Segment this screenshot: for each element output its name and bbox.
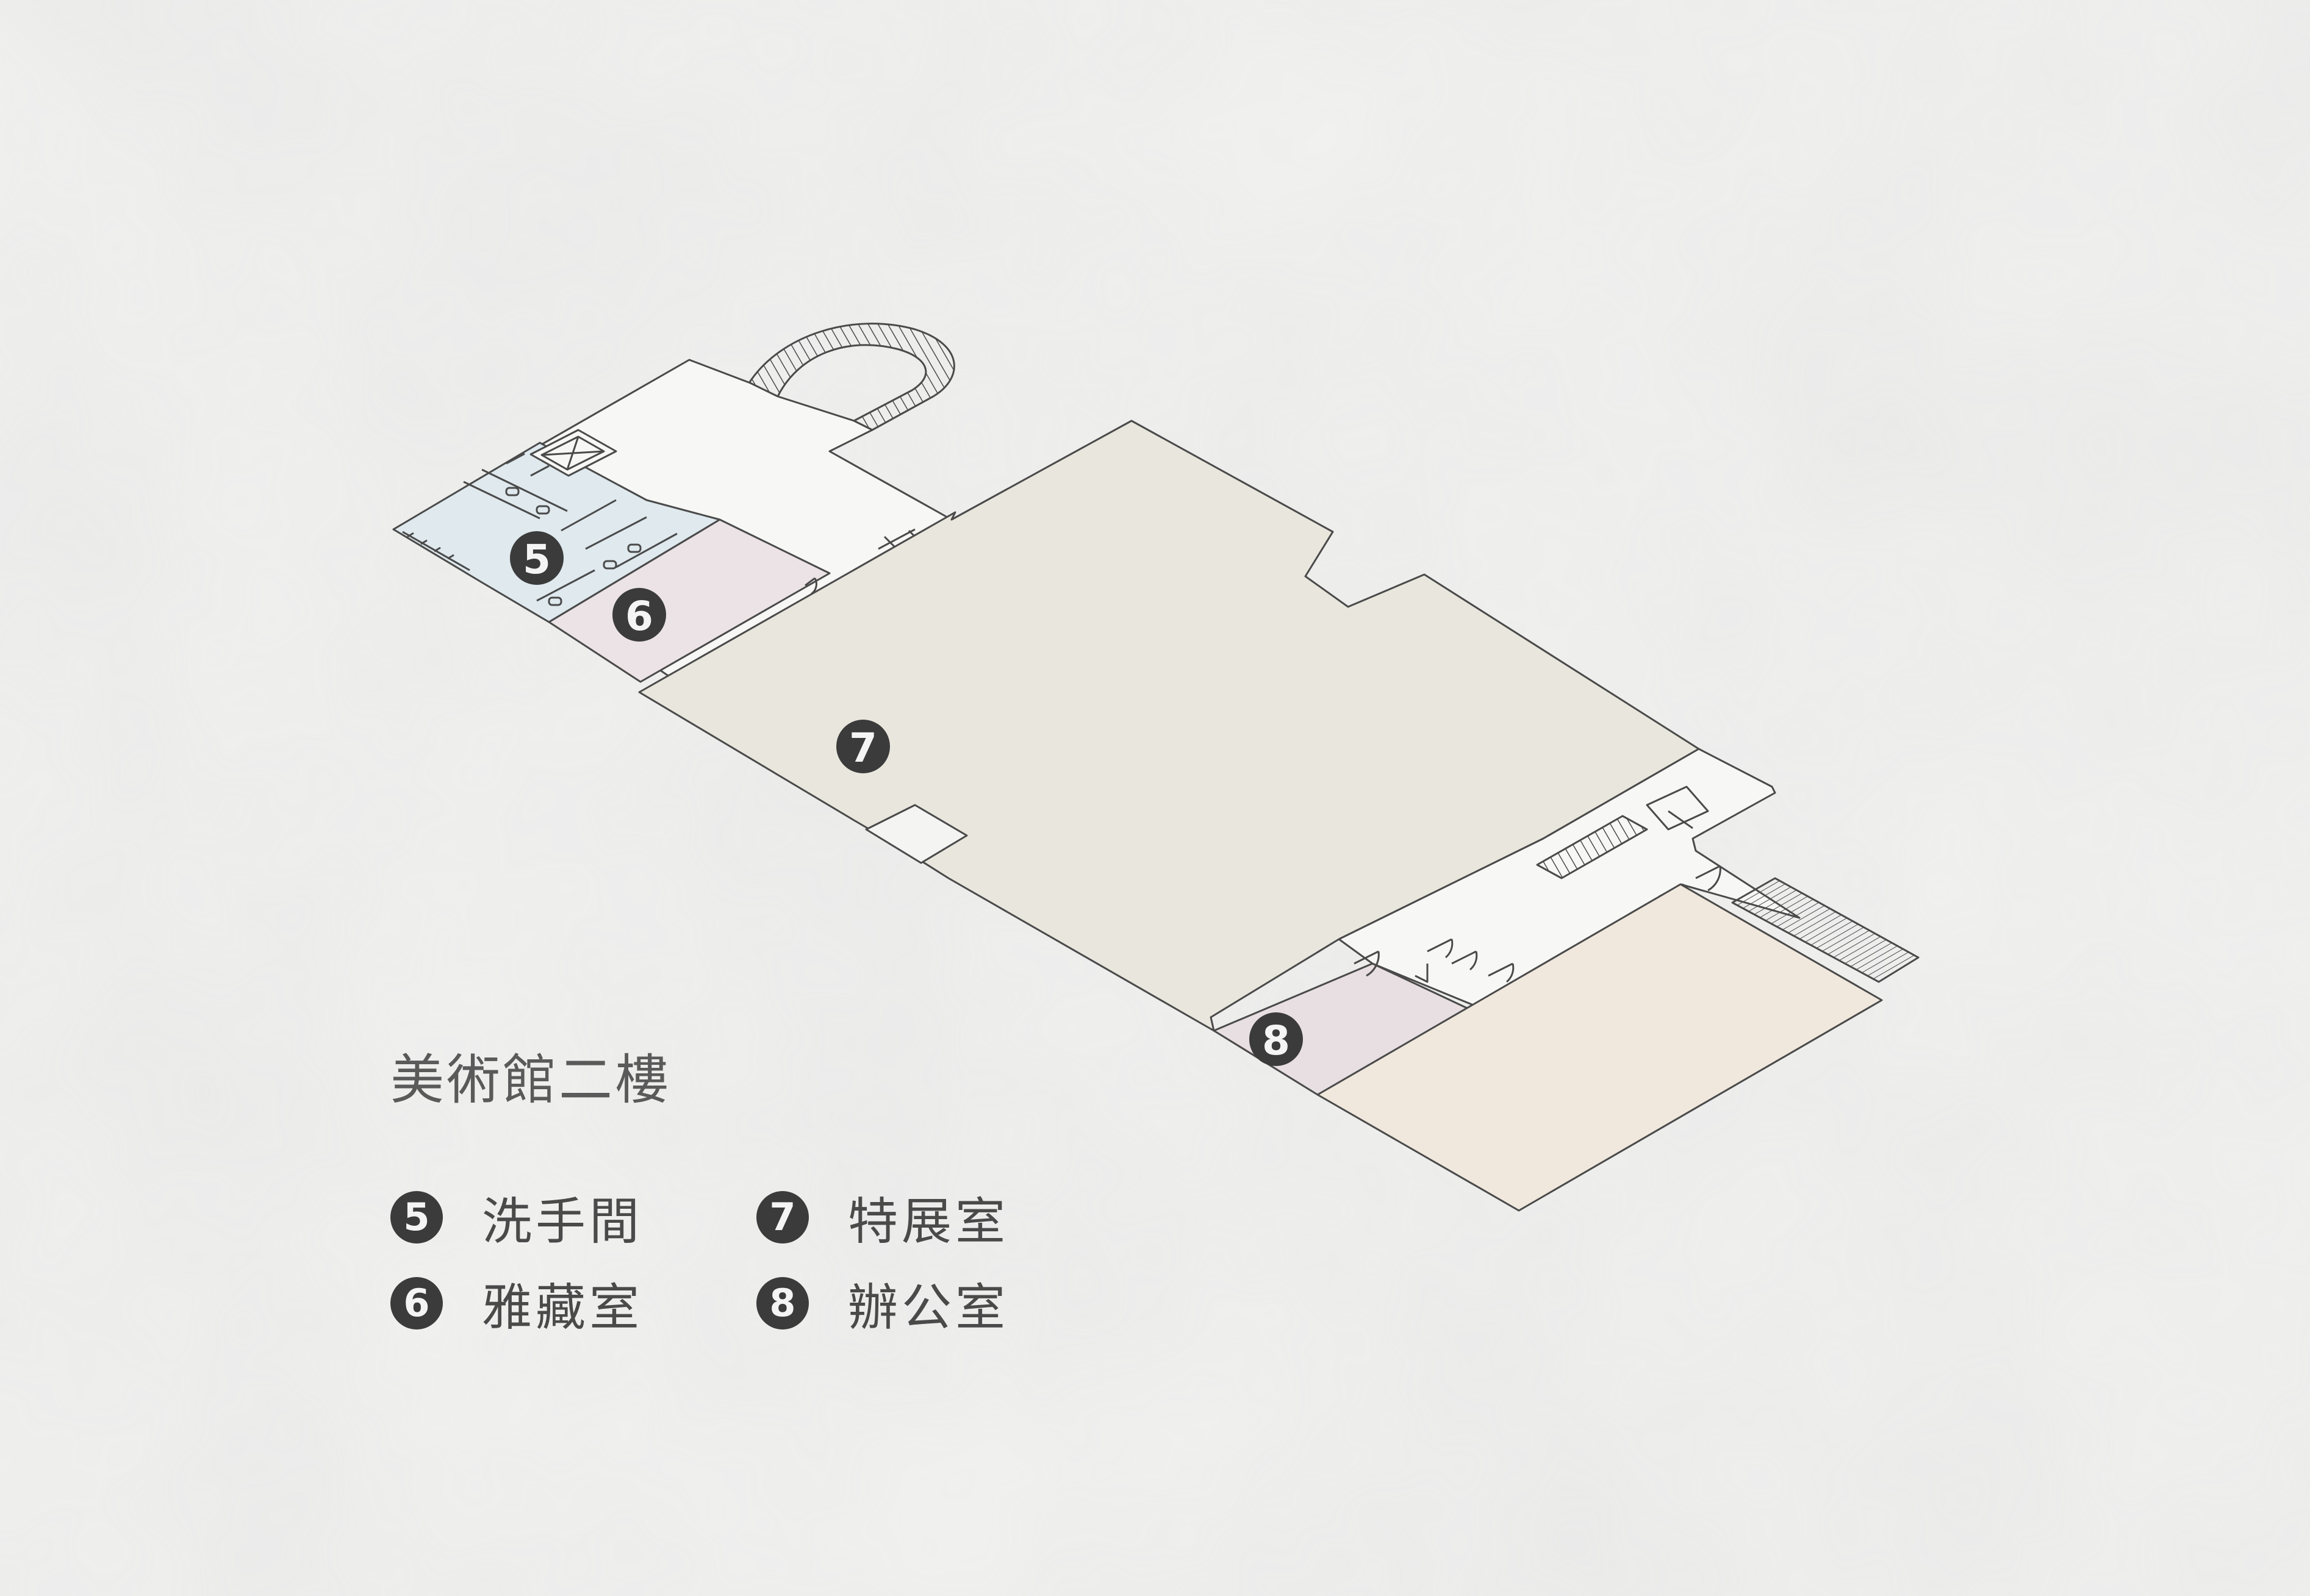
map-marker-7: 7 xyxy=(836,720,890,773)
legend-badge: 5 xyxy=(390,1190,443,1244)
floor-title: 美術館二樓 xyxy=(390,1048,672,1111)
legend-label: 特展室 xyxy=(848,1193,1010,1251)
map-marker-8: 8 xyxy=(1249,1012,1303,1066)
legend-item-office: 8 辦公室 xyxy=(756,1267,1009,1339)
office-main-area xyxy=(1316,883,1883,1212)
map-marker-8-label: 8 xyxy=(1262,1017,1290,1064)
elevator-icon xyxy=(529,429,617,477)
gallery-alcove xyxy=(865,804,968,864)
map-marker-5: 5 xyxy=(510,531,564,585)
legend-badge: 7 xyxy=(756,1190,809,1244)
legend-badge: 6 xyxy=(390,1276,443,1329)
map-marker-5-label: 5 xyxy=(523,536,551,583)
spiral-staircase xyxy=(748,323,955,431)
ramp-icon xyxy=(1731,877,1920,983)
legend-item-storage: 6 雅藏室 xyxy=(390,1267,643,1339)
toilet-stalls xyxy=(402,453,678,606)
map-marker-6-label: 6 xyxy=(625,593,653,640)
legend-label: 洗手間 xyxy=(482,1193,644,1251)
legend-item-exhibition: 7 特展室 xyxy=(756,1181,1009,1253)
legend-item-restroom: 5 洗手間 xyxy=(390,1181,643,1253)
staircase-icon xyxy=(1536,785,1709,879)
map-marker-6: 6 xyxy=(612,588,666,642)
storage-room xyxy=(548,518,831,683)
map-marker-7-label: 7 xyxy=(849,725,877,771)
legend-label: 雅藏室 xyxy=(482,1279,644,1337)
legend-badge: 8 xyxy=(756,1276,809,1329)
legend-label: 辦公室 xyxy=(848,1279,1010,1337)
